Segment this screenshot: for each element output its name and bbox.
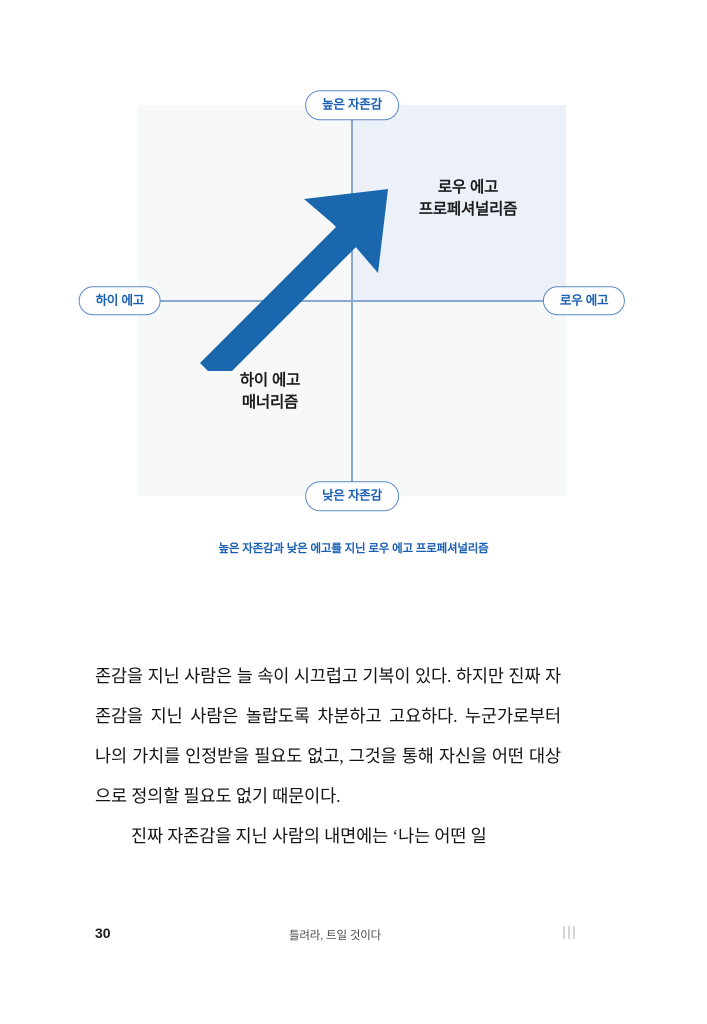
chapter-mark-icon [563, 926, 575, 939]
paragraph-new: 진짜 자존감을 지닌 사람의 내면에는 ‘나는 어떤 일 [131, 826, 487, 846]
axis-pill-high-self-esteem: 높은 자존감 [305, 90, 399, 120]
chapter-mark-bar [568, 926, 570, 939]
paragraph-continued: 존감을 지닌 사람은 늘 속이 시끄럽고 기복이 있다. 하지만 진짜 자존감을… [95, 666, 561, 806]
running-title: 틀려라, 트일 것이다 [288, 930, 382, 942]
quadrant-top-left [138, 105, 352, 301]
quadrant-chart: 로우 에고 프로페셔널리즘 하이 에고 매너리즘 높은 자존감 낮은 자존감 하… [78, 90, 626, 511]
quadrant-bottom-right [352, 300, 566, 496]
page-number: 30 [95, 925, 111, 941]
body-text: 존감을 지닌 사람은 늘 속이 시끄럽고 기복이 있다. 하지만 진짜 자존감을… [95, 656, 561, 856]
axis-pill-low-self-esteem: 낮은 자존감 [305, 481, 399, 511]
axis-pill-low-ego: 로우 에고 [542, 285, 626, 316]
quadrant-label-low-ego-line1: 로우 에고 [437, 179, 499, 196]
quadrant-label-high-ego-line2: 매너리즘 [241, 394, 299, 412]
chapter-mark-bar [563, 926, 565, 939]
page-footer: 30 틀려라, 트일 것이다 [95, 925, 575, 947]
chapter-mark-bar [573, 926, 575, 939]
figure-caption: 높은 자존감과 낮은 에고를 지닌 로우 에고 프로페셔널리즘 [218, 543, 489, 555]
horizontal-axis-line [138, 299, 566, 302]
quadrant-figure: 로우 에고 프로페셔널리즘 하이 에고 매너리즘 높은 자존감 낮은 자존감 하… [78, 90, 626, 555]
quadrant-label-low-ego: 로우 에고 프로페셔널리즘 [370, 177, 566, 222]
quadrant-label-high-ego-line1: 하이 에고 [239, 372, 301, 389]
quadrant-label-high-ego: 하이 에고 매너리즘 [172, 370, 368, 415]
quadrant-label-low-ego-line2: 프로페셔널리즘 [418, 201, 518, 219]
axis-pill-high-ego: 하이 에고 [78, 285, 162, 316]
